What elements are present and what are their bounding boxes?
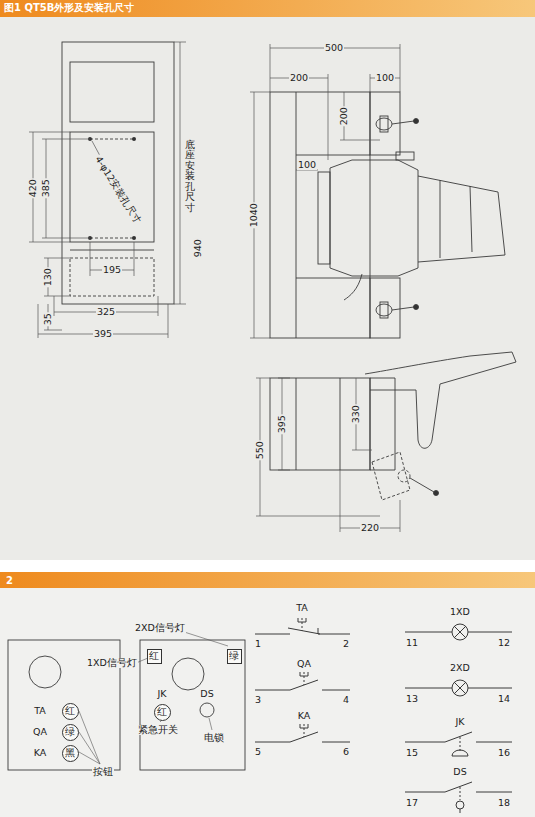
label-text: QA: [297, 659, 311, 669]
label-text: TA: [34, 706, 46, 716]
dimension-text: 195: [102, 265, 122, 275]
label-text: 12: [498, 638, 510, 648]
label-text: KA: [34, 748, 47, 758]
dimension-text: 325: [96, 307, 116, 317]
dimension-text: 100: [297, 160, 317, 170]
label-text: 1: [255, 639, 261, 649]
dimension-text: 940: [193, 238, 203, 258]
dimension-text: 35: [43, 312, 53, 326]
dimension-text: 200: [339, 106, 349, 126]
label-text: 6: [343, 747, 349, 757]
label-text: 5: [255, 747, 261, 757]
dimension-text: 500: [324, 43, 344, 53]
dimension-text: 130: [43, 267, 53, 287]
label-text: 18: [498, 798, 510, 808]
label-text: 14: [498, 694, 510, 704]
label-text: 15: [406, 748, 418, 758]
label-text: KA: [298, 711, 311, 721]
label-text: 11: [406, 638, 418, 648]
label-text: 按钮: [92, 767, 114, 777]
dimension-text: 395: [93, 329, 113, 339]
dimension-text: 200: [289, 73, 309, 83]
label-text: 2XD: [450, 663, 470, 673]
label-text: DS: [453, 767, 466, 777]
title-text: 图1 QT5B外形及安装孔尺寸: [4, 1, 134, 15]
dimension-text: 底座安装孔尺寸: [185, 140, 195, 213]
label-text: 1XD信号灯: [86, 658, 138, 668]
lamp-box: 红: [147, 649, 162, 664]
label-text: 16: [498, 748, 510, 758]
lamp-box: 绿: [227, 649, 242, 664]
dimension-text: 220: [360, 523, 380, 533]
button-circle: 红: [62, 703, 79, 720]
label-text: TA: [296, 603, 308, 613]
button-circle: 黑: [62, 745, 79, 762]
node-text: 黑: [65, 748, 75, 758]
dimension-text: 385: [41, 178, 51, 198]
dimension-text: 550: [255, 440, 265, 460]
label-text: 2: [6, 575, 13, 586]
label-text: JK: [455, 717, 464, 727]
node-text: 绿: [65, 727, 75, 737]
button-circle: 绿: [62, 724, 79, 741]
label-text: 2: [343, 639, 349, 649]
label-text: 电锁: [203, 733, 225, 743]
label-text: 13: [406, 694, 418, 704]
node-text: 红: [157, 707, 167, 717]
label-text: QA: [33, 727, 47, 737]
node-text: 绿: [229, 651, 239, 661]
label-text: 4: [343, 695, 349, 705]
button-circle: 红: [154, 704, 171, 721]
dimension-text: 395: [277, 414, 287, 434]
label-text: DS: [200, 689, 213, 699]
label-text: 1XD: [450, 607, 470, 617]
dimension-text: 1040: [249, 202, 259, 228]
label-text: 2XD信号灯: [134, 623, 186, 633]
label-text: 紧急开关: [137, 725, 179, 735]
label-text: 17: [406, 798, 418, 808]
node-text: 红: [149, 651, 159, 661]
node-text: 红: [65, 706, 75, 716]
dimension-text: 420: [28, 178, 38, 198]
dimension-text: 330: [351, 404, 361, 424]
dimension-text: 100: [375, 73, 395, 83]
label-text: 3: [255, 695, 261, 705]
label-text: JK: [157, 689, 166, 699]
